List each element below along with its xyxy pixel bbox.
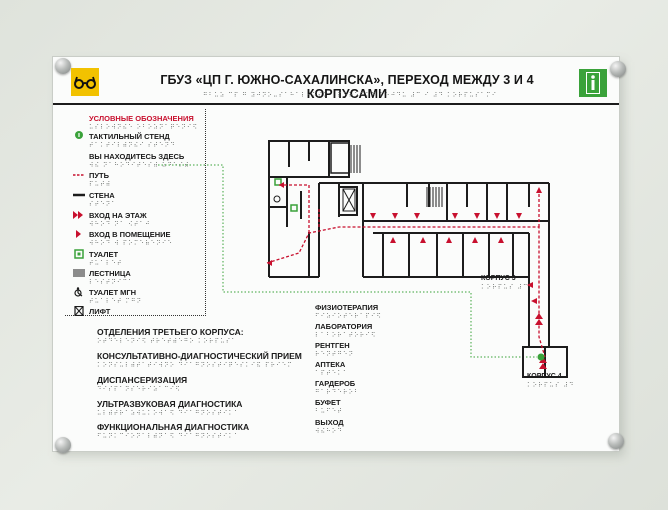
legend-elevator: ЛИФТ [89,307,111,316]
department-screening-braille: ⠙⠊⠎⠏⠁⠝⠎⠑⠗⠊⠵⠁⠉⠊⠫ [97,387,181,393]
path-line-icon [73,174,85,176]
legend-braille-9: ⠞⠥⠁⠇⠑⠞ ⠍⠛⠝ [89,299,143,305]
legend-braille-8: ⠇⠑⠎⠞⠝⠊⠉⠁ [89,280,134,286]
department-ultrasound: УЛЬТРАЗВУКОВАЯ ДИАГНОСТИКА [97,399,243,409]
legend-stairs: ЛЕСТНИЦА [89,269,131,278]
route-path [266,184,546,358]
department-consult: КОНСУЛЬТАТИВНО-ДИАГНОСТИЧЕСКИЙ ПРИЕМ [97,351,302,361]
department-screening: ДИСПАНСЕРИЗАЦИЯ [97,375,188,385]
room-entrance-arrows [267,182,542,304]
legend-braille-7: ⠞⠥⠁⠇⠑⠞ [89,261,123,267]
stairs-marker [350,145,443,207]
room-entrance-icon [76,230,81,238]
department-functional: ФУНКЦИОНАЛЬНАЯ ДИАГНОСТИКА [97,422,250,432]
toilet-marker [290,204,298,212]
room-cloakroom-braille: ⠛⠁⠗⠙⠑⠗⠕⠃ [315,390,360,396]
tactile-sign-panel: ГБУЗ «ЦП Г. ЮЖНО-САХАЛИНСКА», ПЕРЕХОД МЕ… [52,56,626,453]
stairs-icon [73,269,85,277]
room-physiotherapy-braille: ⠋⠊⠵⠊⠕⠞⠑⠗⠁⠏⠊⠫ [315,314,383,320]
mounting-screw-top-left [55,58,71,74]
legend-braille-2: ⠺⠮ ⠝⠁⠓⠕⠙⠊⠞⠑⠎⠾ ⠵⠙⠑⠎⠾ [89,163,190,169]
legend-braille-6: ⠺⠓⠕⠙ ⠺ ⠏⠕⠍⠑⠷⠑⠝⠊⠑ [89,241,174,247]
floor-entrance-arrows [535,313,547,369]
department-functional-braille: ⠋⠥⠝⠅⠉⠊⠕⠝⠁⠇⠾⠝⠁⠫ ⠙⠊⠁⠛⠝⠕⠎⠞⠊⠅⠁ [97,434,240,440]
elevator-icon [74,306,84,316]
sign-title: ГБУЗ «ЦП Г. ЮЖНО-САХАЛИНСКА», ПЕРЕХОД МЕ… [160,73,534,101]
legend-path: ПУТЬ [89,171,110,180]
departments-heading-braille: ⠕⠞⠙⠑⠇⠑⠝⠊⠫ ⠞⠗⠑⠞⠾⠑⠛⠕ ⠅⠕⠗⠏⠥⠎⠁ [97,339,238,345]
room-laboratory: ЛАБОРАТОРИЯ [315,322,373,331]
mounting-screw-top-right [610,61,626,77]
room-exit-braille: ⠺⠮⠓⠕⠙ [315,429,343,435]
building-3-label: КОРПУС 3 [481,275,516,282]
toilet-marker [274,178,282,186]
legend-wall: СТЕНА [89,191,115,200]
legend-accessible-toilet: ТУАЛЕТ МГН [89,288,137,297]
legend-floor-entrance: ВХОД НА ЭТАЖ [89,211,147,220]
legend-braille-5: ⠺⠓⠕⠙ ⠝⠁ ⠪⠞⠁⠚ [89,222,151,228]
room-pharmacy: АПТЕКА [315,360,346,369]
plan-walls [268,140,568,378]
elevator-marker [342,188,356,212]
you-are-here-connector [158,164,537,358]
title-braille: ⠛⠃⠥⠵ ⠉⠏ ⠛ ⠽⠚⠝⠕⠤⠎⠁⠓⠁⠇⠊⠝⠎⠅⠁ ⠏⠑⠗⠑⠓⠕⠙ ⠍⠑⠚⠙⠥ … [203,93,498,99]
low-vision-glasses-icon [71,68,99,96]
legend-tactile-stand: ТАКТИЛЬНЫЙ СТЕНД [89,132,170,141]
building-4-braille: ⠅⠕⠗⠏⠥⠎ ⠼⠙ [527,383,575,389]
legend-heading-braille: ⠥⠎⠇⠕⠺⠝⠮⠑ ⠕⠃⠕⠵⠝⠁⠟⠑⠝⠊⠫ [89,125,199,131]
legend-heading: УСЛОВНЫЕ ОБОЗНАЧЕНИЯ [89,114,194,123]
room-buffet: БУФЕТ [315,398,341,407]
room-xray-braille: ⠗⠑⠝⠞⠛⠑⠝ [315,352,355,358]
you-are-here-marker [537,353,545,361]
legend-braille-3: ⠏⠥⠞⠾ [89,182,112,188]
building-4-label: КОРПУС 4 [527,373,562,380]
tactile-stand-icon [75,131,83,139]
department-ultrasound-braille: ⠥⠇⠾⠞⠗⠁⠵⠺⠥⠅⠕⠺⠁⠫ ⠙⠊⠁⠛⠝⠕⠎⠞⠊⠅⠁ [97,411,240,417]
mounting-screw-bottom-right [608,433,624,449]
room-xray: РЕНТГЕН [315,341,350,350]
legend-frame [65,109,206,316]
wall-line-icon [73,193,85,197]
mounting-screw-bottom-left [55,437,71,453]
departments-heading: ОТДЕЛЕНИЯ ТРЕТЬЕГО КОРПУСА: [97,327,244,337]
legend-toilet: ТУАЛЕТ [89,250,119,259]
legend-braille-1: ⠞⠁⠅⠞⠊⠇⠾⠝⠮⠊ ⠎⠞⠑⠝⠙ [89,143,176,149]
legend-room-entrance: ВХОД В ПОМЕЩЕНИЕ [89,230,171,239]
room-laboratory-braille: ⠇⠁⠃⠕⠗⠁⠞⠕⠗⠊⠫ [315,333,377,339]
legend-you-are-here: ВЫ НАХОДИТЕСЬ ЗДЕСЬ [89,152,185,161]
room-exit: ВЫХОД [315,418,344,427]
information-icon [579,69,607,97]
room-cloakroom: ГАРДЕРОБ [315,379,356,388]
floor-entrance-icon [73,211,83,219]
header-divider [53,103,619,105]
room-buffet-braille: ⠃⠥⠋⠑⠞ [315,409,343,415]
accessible-toilet-marker [273,195,281,203]
accessible-toilet-icon [74,287,83,297]
room-physiotherapy: ФИЗИОТЕРАПИЯ [315,303,379,312]
toilet-icon [74,249,84,259]
department-consult-braille: ⠅⠕⠝⠎⠥⠇⠾⠞⠁⠞⠊⠺⠝⠕ ⠙⠊⠁⠛⠝⠕⠎⠞⠊⠟⠑⠎⠅⠊⠯ ⠏⠗⠊⠑⠍ [97,363,293,369]
building-3-braille: ⠅⠕⠗⠏⠥⠎ ⠼⠉ [481,285,529,291]
room-pharmacy-braille: ⠁⠏⠞⠑⠅⠁ [315,371,349,377]
legend-braille-4: ⠎⠞⠑⠝⠁ [89,202,117,208]
floor-plan [158,140,568,378]
